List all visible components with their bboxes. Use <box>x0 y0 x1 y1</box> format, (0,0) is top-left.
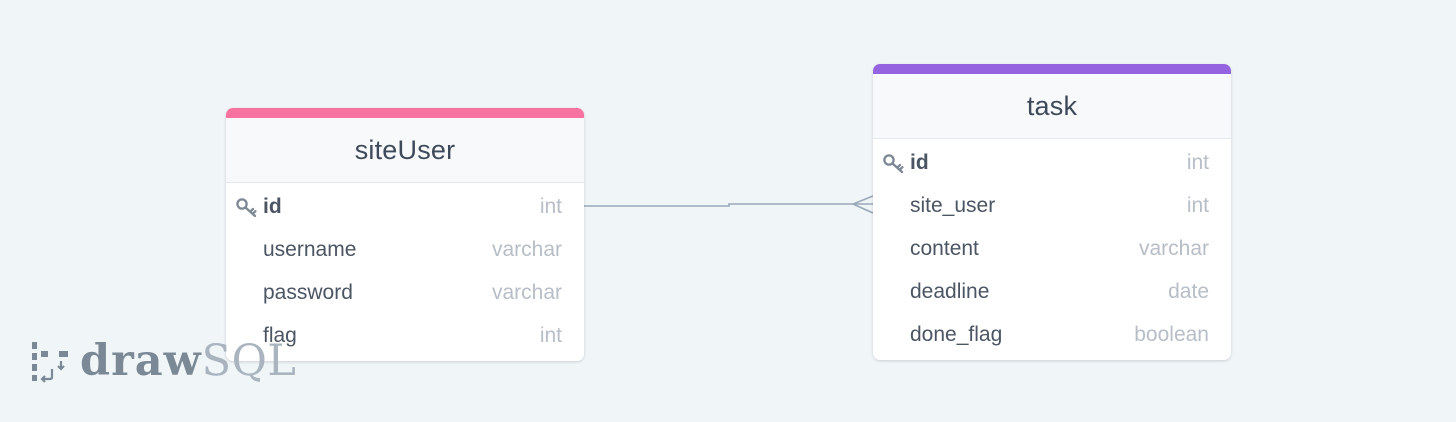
column-row-done-flag[interactable]: done_flag boolean <box>873 314 1231 357</box>
primary-key-icon <box>236 198 257 217</box>
column-name: content <box>910 236 979 260</box>
column-type: varchar <box>491 280 562 304</box>
column-type: varchar <box>491 237 562 261</box>
column-type: int <box>539 324 562 348</box>
column-type: int <box>539 194 562 218</box>
column-name: deadline <box>910 280 990 304</box>
column-row-password[interactable]: password varchar <box>226 271 584 314</box>
column-name: done_flag <box>910 323 1003 347</box>
table-accent-bar <box>226 108 584 118</box>
table-title: siteUser <box>354 134 456 165</box>
column-name: flag <box>263 324 297 348</box>
column-row-id[interactable]: id int <box>873 141 1231 184</box>
column-name: password <box>263 280 353 304</box>
column-row-id[interactable]: id int <box>226 185 584 228</box>
column-name: id <box>910 150 929 174</box>
table-title: task <box>1026 90 1078 121</box>
column-type: varchar <box>1138 236 1209 260</box>
column-name: username <box>263 237 357 261</box>
relationship-connector <box>584 203 873 207</box>
watermark-text-bold: draw <box>80 336 202 386</box>
table-header[interactable]: siteUser <box>226 118 584 183</box>
column-row-content[interactable]: content varchar <box>873 227 1231 270</box>
column-row-flag[interactable]: flag int <box>226 315 584 358</box>
column-name: site_user <box>910 193 996 217</box>
column-row-deadline[interactable]: deadline date <box>873 271 1231 314</box>
column-type: date <box>1168 280 1209 304</box>
column-type: int <box>1186 150 1209 174</box>
primary-key-icon <box>883 154 904 173</box>
table-task[interactable]: task id int site_user int content varcha… <box>873 64 1231 360</box>
column-row-username[interactable]: username varchar <box>226 228 584 271</box>
column-list: id int site_user int content varchar dea… <box>873 139 1231 360</box>
column-name: id <box>263 194 282 218</box>
column-list: id int username varchar password varchar… <box>226 183 584 361</box>
table-accent-bar <box>873 64 1231 74</box>
drawsql-logo-icon <box>32 342 68 383</box>
table-header[interactable]: task <box>873 74 1231 139</box>
column-type: boolean <box>1134 323 1209 347</box>
table-siteuser[interactable]: siteUser id int username varchar passwor… <box>226 108 584 361</box>
crows-foot-many-marker <box>850 195 874 214</box>
column-type: int <box>1186 193 1209 217</box>
watermark-text-light: SQL <box>201 336 297 386</box>
column-row-site-user[interactable]: site_user int <box>873 184 1231 227</box>
